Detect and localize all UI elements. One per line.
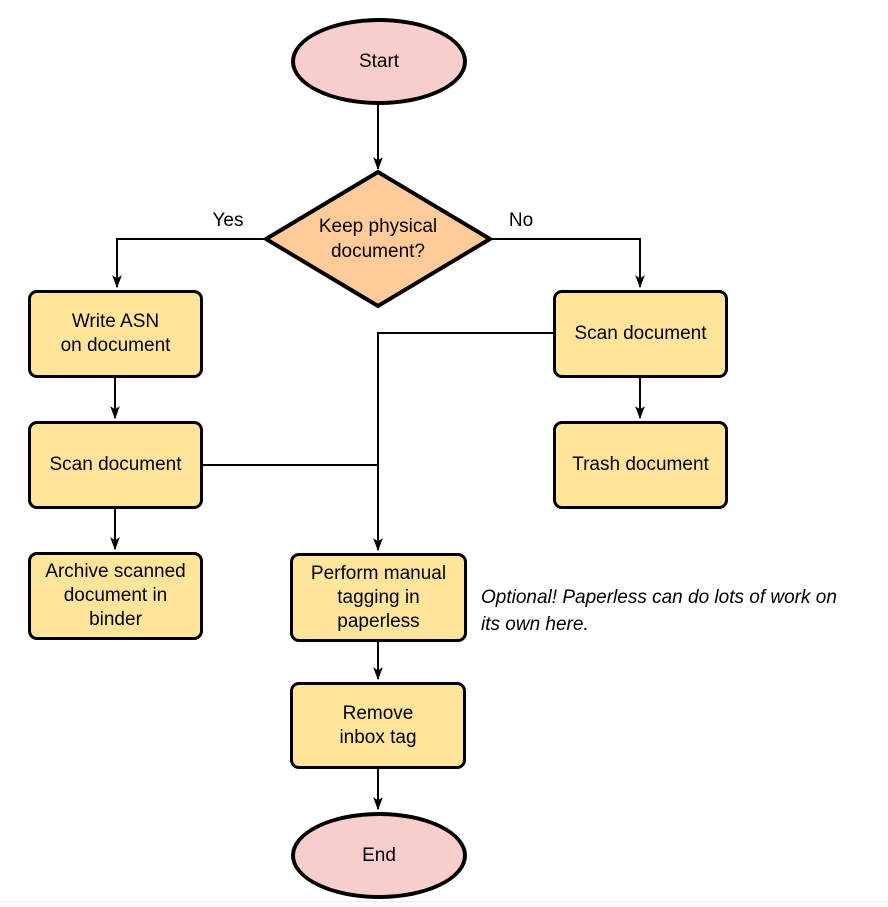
node-trash-document: Trash document bbox=[553, 421, 728, 509]
node-trash-document-label: Trash document bbox=[572, 454, 709, 475]
edge-scan-right-to-tagging bbox=[373, 332, 553, 552]
node-start-label: Start bbox=[358, 50, 400, 72]
node-archive-document: Archive scanned document in binder bbox=[28, 552, 203, 640]
node-decision-label: Keep physical document? bbox=[318, 216, 438, 262]
edge-label-yes: Yes bbox=[212, 210, 244, 231]
edge-decision-yes-to-write-asn bbox=[112, 238, 266, 289]
node-write-asn: Write ASN on document bbox=[28, 290, 203, 378]
decision-diamond-shape bbox=[264, 170, 492, 308]
node-scan-document-left: Scan document bbox=[28, 421, 203, 509]
node-manual-tagging: Perform manual tagging in paperless bbox=[290, 553, 467, 642]
node-remove-inbox-tag-label: Remove inbox tag bbox=[339, 702, 417, 748]
edge-decision-no-to-scan-document bbox=[490, 238, 645, 289]
node-scan-document-left-label: Scan document bbox=[49, 454, 182, 475]
node-remove-inbox-tag: Remove inbox tag bbox=[290, 682, 466, 769]
node-scan-document-right: Scan document bbox=[553, 290, 728, 378]
node-end-label: End bbox=[362, 844, 396, 866]
node-end: End bbox=[291, 812, 467, 899]
node-start: Start bbox=[291, 18, 467, 105]
annotation-optional-note: Optional! Paperless can do lots of work … bbox=[481, 587, 837, 635]
page-bottom-edge bbox=[0, 901, 888, 902]
node-archive-document-label: Archive scanned document in binder bbox=[45, 561, 186, 630]
node-manual-tagging-label: Perform manual tagging in paperless bbox=[310, 562, 447, 632]
edge-label-no: No bbox=[508, 210, 534, 231]
node-scan-document-right-label: Scan document bbox=[574, 323, 707, 344]
node-write-asn-label: Write ASN on document bbox=[60, 311, 171, 356]
page-below-edge bbox=[0, 902, 888, 907]
node-decision-label-box: Keep physical document? bbox=[278, 206, 478, 272]
